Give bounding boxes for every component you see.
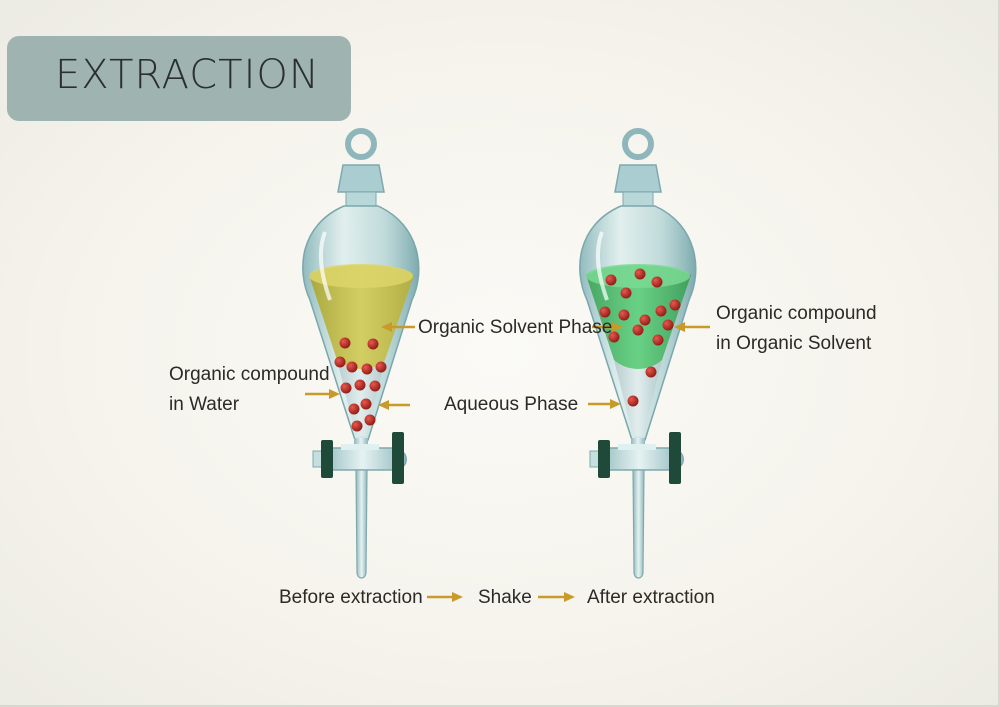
organic-compound-particles [599,268,681,407]
label-organic-solvent-phase: Organic Solvent Phase [418,317,613,338]
arrow-right-organic [592,322,623,332]
organic-solvent-layer [586,265,691,369]
arrow-left-aqueous [378,400,410,410]
title-banner [7,36,351,121]
label-organic-compound-in-water-line1: Organic compound [169,364,330,385]
arrow-left-organic [381,322,415,332]
step-shake: Shake [478,587,532,608]
funnel-ring [622,128,654,160]
funnel-ring [345,128,377,160]
arrow-organic-in-solvent [674,322,710,332]
stopcock-knob-right [669,432,681,484]
label-organic-compound-in-solvent-line2: in Organic Solvent [716,333,872,354]
step-before-extraction: Before extraction [279,587,423,608]
page-title: EXTRACTION [55,52,320,98]
label-aqueous-phase: Aqueous Phase [444,394,579,415]
label-organic-compound-in-water-line2: in Water [169,394,240,415]
funnel-stopper [614,164,662,193]
organic-compound-particles [334,337,387,432]
arrow-step-2 [538,592,575,602]
pointer-arrows [305,322,710,602]
arrow-right-aqueous [588,399,621,409]
organic-solvent-layer [309,265,414,369]
stopcock-knob-left [598,440,610,478]
arrow-organic-in-water [305,389,340,399]
funnel-stopper [337,164,385,193]
label-organic-compound-in-solvent-line1: Organic compound [716,303,877,324]
aqueous-layer [614,360,662,436]
funnel-stem [355,469,368,579]
arrow-step-1 [427,592,463,602]
stopcock-knob-right [392,432,404,484]
aqueous-layer [337,360,385,436]
funnel-before [302,128,420,579]
funnel-after [579,128,697,579]
funnel-stem [632,469,645,579]
step-after-extraction: After extraction [587,587,715,608]
stopcock-knob-left [321,440,333,478]
